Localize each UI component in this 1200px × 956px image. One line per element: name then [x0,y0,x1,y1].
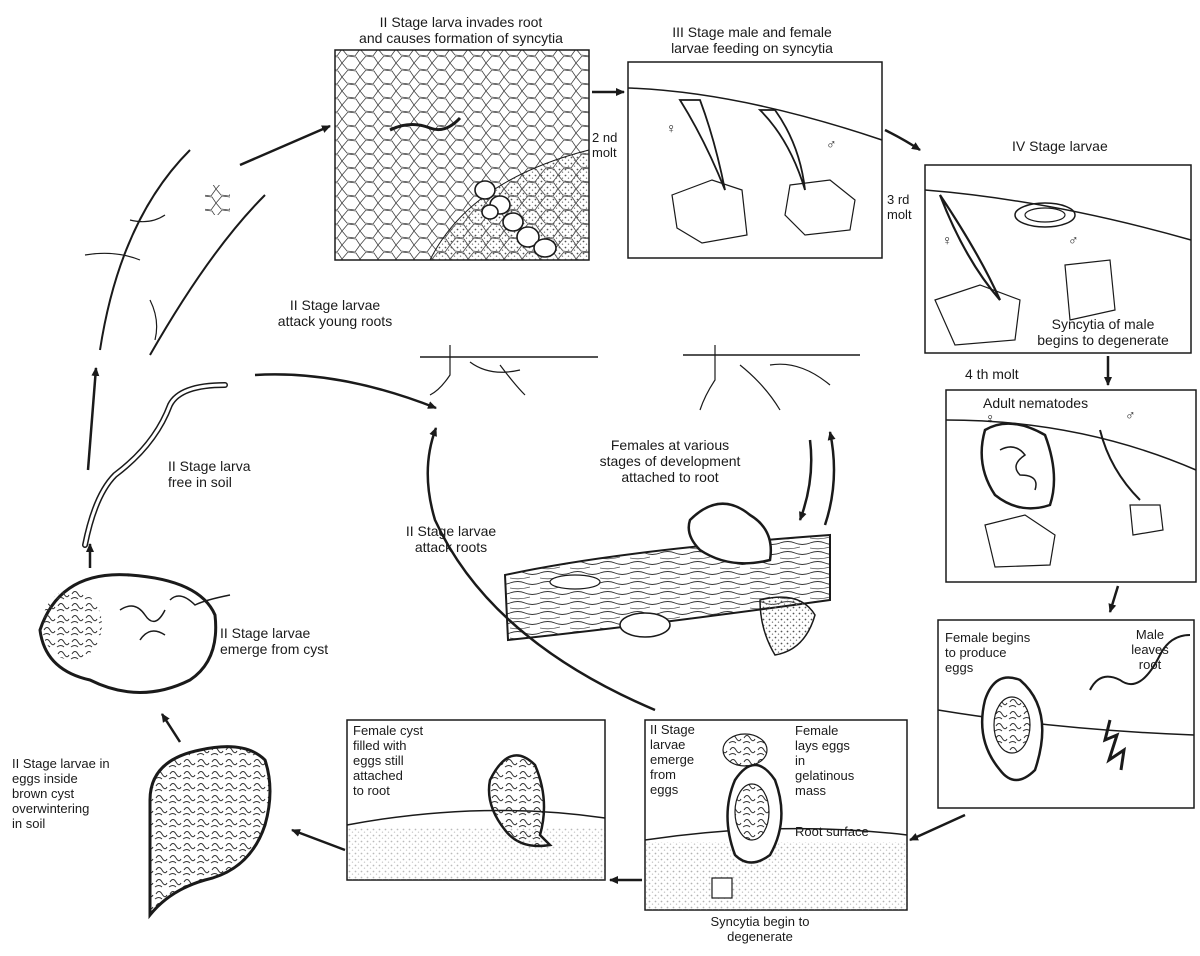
female-symbol: ♀ [942,232,953,248]
label-adult-nematodes: Adult nematodes [983,395,1088,411]
arrow-cyst-to-overwinter [292,830,345,850]
male-symbol: ♂ [1125,407,1136,423]
arrow-adult-to-eggs [1110,586,1118,612]
panel-adult-nematodes [946,390,1196,582]
arrow-overwinter-to-emerge [162,714,180,742]
arrow-females-up [825,432,834,525]
panel-stage3-larvae [628,62,882,258]
brown-cyst-illustration [150,747,270,915]
female-symbol: ♀ [666,120,677,136]
arrow-females-down [800,440,811,520]
label-stage4: IV Stage larvae [1012,138,1108,154]
arrow-root-to-invade [240,126,330,165]
arrow-eggs-to-mass [910,815,965,840]
female-symbol: ♀ [985,410,996,426]
arrow-stage3-to-stage4 [885,130,920,150]
label-root-surface: Root surface [795,824,869,839]
root-with-females-illustration [505,504,830,655]
panel-invades-root [335,50,589,260]
root-tip-illustration [85,150,265,355]
arrow-attack-young-roots [255,374,436,408]
emerging-cyst-illustration [40,575,230,693]
arrow-free-to-root [88,368,96,470]
male-symbol: ♂ [826,136,837,152]
male-symbol: ♂ [1068,232,1079,248]
young-roots-illustration [420,345,860,410]
label-molt-4: 4 th molt [965,366,1019,382]
